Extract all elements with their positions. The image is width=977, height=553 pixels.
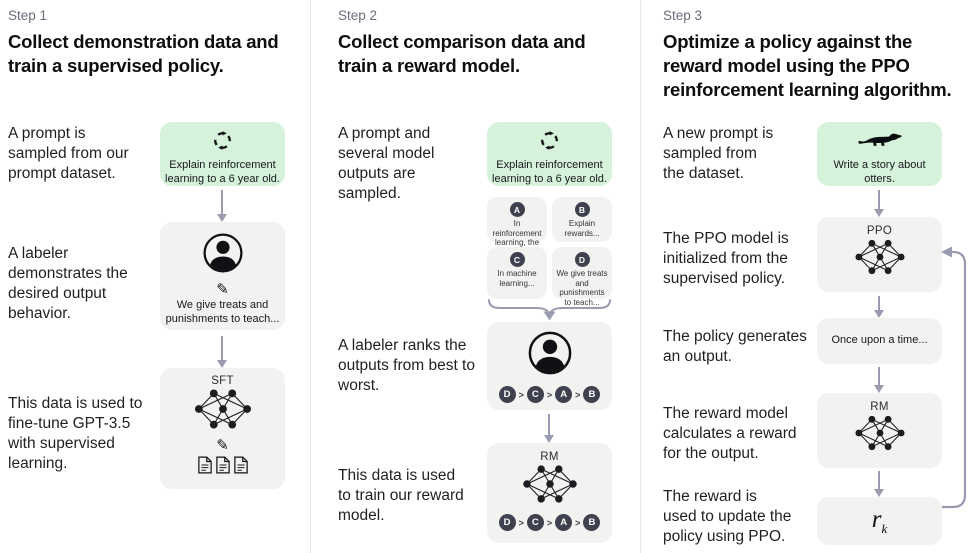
cycle-icon <box>212 130 233 156</box>
rank-badge-1: D <box>498 386 516 403</box>
output-badge-b: B <box>574 202 590 217</box>
step3-caption-generates: The policy generates an output. <box>663 328 807 365</box>
brace-connector <box>488 299 611 321</box>
step3-label: Step 3 <box>663 8 703 23</box>
step2-label: Step 2 <box>338 8 378 23</box>
step1-label: Step 1 <box>8 8 48 23</box>
step1-labeler-text: We give treats and punishments to teach.… <box>165 299 280 325</box>
step3-prompt-box: Write a story about otters. <box>817 122 942 186</box>
rank-separator: > <box>518 389 524 400</box>
step2-prompt-box: Explain reinforcement learning to a 6 ye… <box>487 122 612 186</box>
output-badge-a: A <box>509 202 525 217</box>
pencil-icon: ✎ <box>216 280 229 298</box>
step3-caption-prompt: A new prompt is sampled from the dataset… <box>663 125 774 182</box>
ppo-label: PPO <box>866 225 893 237</box>
person-icon <box>527 330 573 381</box>
rank-separator: > <box>518 517 524 528</box>
step3-rm-box: RM <box>817 393 942 468</box>
rank-badge-2: C <box>526 386 544 403</box>
step1-prompt-text: Explain reinforcement learning to a 6 ye… <box>165 159 280 185</box>
rank-separator: > <box>575 389 581 400</box>
neural-net-icon <box>852 413 908 458</box>
neural-net-icon <box>519 463 581 510</box>
output-text-d: We give treats and punishments to teach.… <box>556 269 608 307</box>
output-box-b: B Explain rewards... <box>552 197 612 242</box>
output-text-c: In machine learning... <box>497 269 537 288</box>
person-icon <box>202 232 244 279</box>
reward-symbol: rk <box>871 505 888 536</box>
output-badge-d: D <box>574 252 590 267</box>
step3-caption-reward: The reward model calculates a reward for… <box>663 405 797 462</box>
step2-rm-box: RM D > C > A <box>487 443 612 543</box>
rank-badge-1: D <box>498 514 516 531</box>
step3-arrow-4 <box>873 471 884 497</box>
documents-icon <box>197 456 248 474</box>
neural-net-icon <box>852 237 908 282</box>
step1-sft-box: SFT ✎ <box>160 368 285 489</box>
step2-caption-sampled: A prompt and several model outputs are s… <box>338 125 435 202</box>
cycle-icon <box>539 130 560 156</box>
step3-prompt-text: Write a story about otters. <box>833 159 926 185</box>
output-text-b: Explain rewards... <box>564 219 600 238</box>
output-box-d: D We give treats and punishments to teac… <box>552 247 612 307</box>
sft-label: SFT <box>211 375 234 387</box>
rank-badge-3: A <box>555 386 573 403</box>
step2-title: Collect comparison data and train a rewa… <box>338 31 586 76</box>
step3-arrow-2 <box>873 296 884 318</box>
output-box-a: A In reinforcement learning, the agent i… <box>487 197 547 257</box>
rank-separator: > <box>575 517 581 528</box>
step3-arrow-3 <box>873 367 884 393</box>
step2-labeler-box: D > C > A > B <box>487 322 612 410</box>
feedback-loop-arrow <box>941 246 967 509</box>
step3-output-box: Once upon a time... <box>817 318 942 364</box>
step1-arrow-2 <box>216 336 227 368</box>
column-divider-1 <box>310 0 311 553</box>
step3-ppo-box: PPO <box>817 217 942 292</box>
ranking-row: D > C > A > B <box>498 386 601 403</box>
step1-caption-labeler: A labeler demonstrates the desired outpu… <box>8 245 128 322</box>
step3-caption-update: The reward is used to update the policy … <box>663 488 792 545</box>
step3-output-text: Once upon a time... <box>831 334 928 347</box>
step1-title: Collect demonstration data and train a s… <box>8 31 279 76</box>
rank-separator: > <box>546 389 553 400</box>
step1-prompt-box: Explain reinforcement learning to a 6 ye… <box>160 122 285 186</box>
output-box-c: C In machine learning... <box>487 247 547 299</box>
pencil-icon: ✎ <box>216 436 229 454</box>
otter-icon <box>857 131 903 155</box>
step3-title: Optimize a policy against the reward mod… <box>663 31 952 100</box>
step1-arrow-1 <box>216 190 227 222</box>
step2-prompt-text: Explain reinforcement learning to a 6 ye… <box>492 159 607 185</box>
step3-arrow-1 <box>873 190 884 217</box>
output-badge-c: C <box>509 252 525 267</box>
step1-caption-prompt: A prompt is sampled from our prompt data… <box>8 125 129 182</box>
column-divider-2 <box>640 0 641 553</box>
step2-arrow-rm <box>543 414 554 443</box>
rank-badge-4: B <box>583 386 601 403</box>
step3-caption-init: The PPO model is initialized from the su… <box>663 230 789 287</box>
step2-caption-train: This data is used to train our reward mo… <box>338 467 464 524</box>
rm-label: RM <box>540 451 559 463</box>
step1-labeler-box: ✎ We give treats and punishments to teac… <box>160 222 285 330</box>
step2-caption-ranks: A labeler ranks the outputs from best to… <box>338 337 475 394</box>
step3-reward-box: rk <box>817 497 942 545</box>
rank-separator: > <box>546 517 553 528</box>
step1-caption-finetune: This data is used to fine-tune GPT-3.5 w… <box>8 395 143 472</box>
rank-badge-3: A <box>555 514 573 531</box>
rm-label: RM <box>870 401 889 413</box>
neural-net-icon <box>191 387 255 436</box>
rank-badge-4: B <box>583 514 601 531</box>
ranking-row: D > C > A > B <box>498 514 601 531</box>
rank-badge-2: C <box>526 514 544 531</box>
